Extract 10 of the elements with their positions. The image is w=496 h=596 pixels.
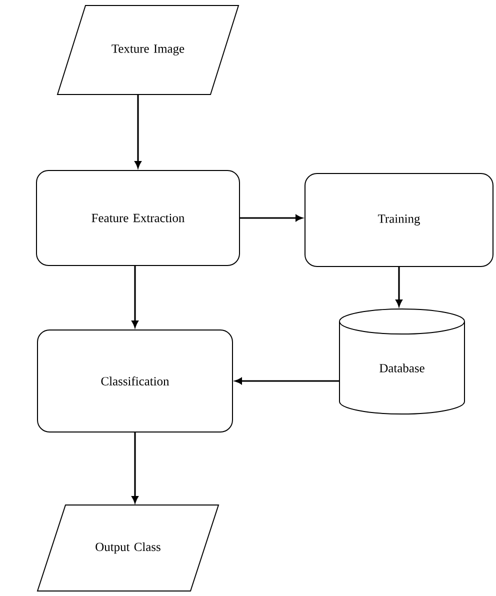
arrow xyxy=(134,94,142,168)
process-box: Classification xyxy=(37,330,233,432)
database-cylinder: Database xyxy=(339,308,465,414)
arrow xyxy=(132,432,138,503)
arrow xyxy=(132,266,138,328)
arrow xyxy=(235,378,339,384)
process-box: Training xyxy=(304,173,494,267)
arrow xyxy=(396,267,402,306)
process-box: Feature Extraction xyxy=(36,170,240,266)
arrow xyxy=(240,214,302,222)
